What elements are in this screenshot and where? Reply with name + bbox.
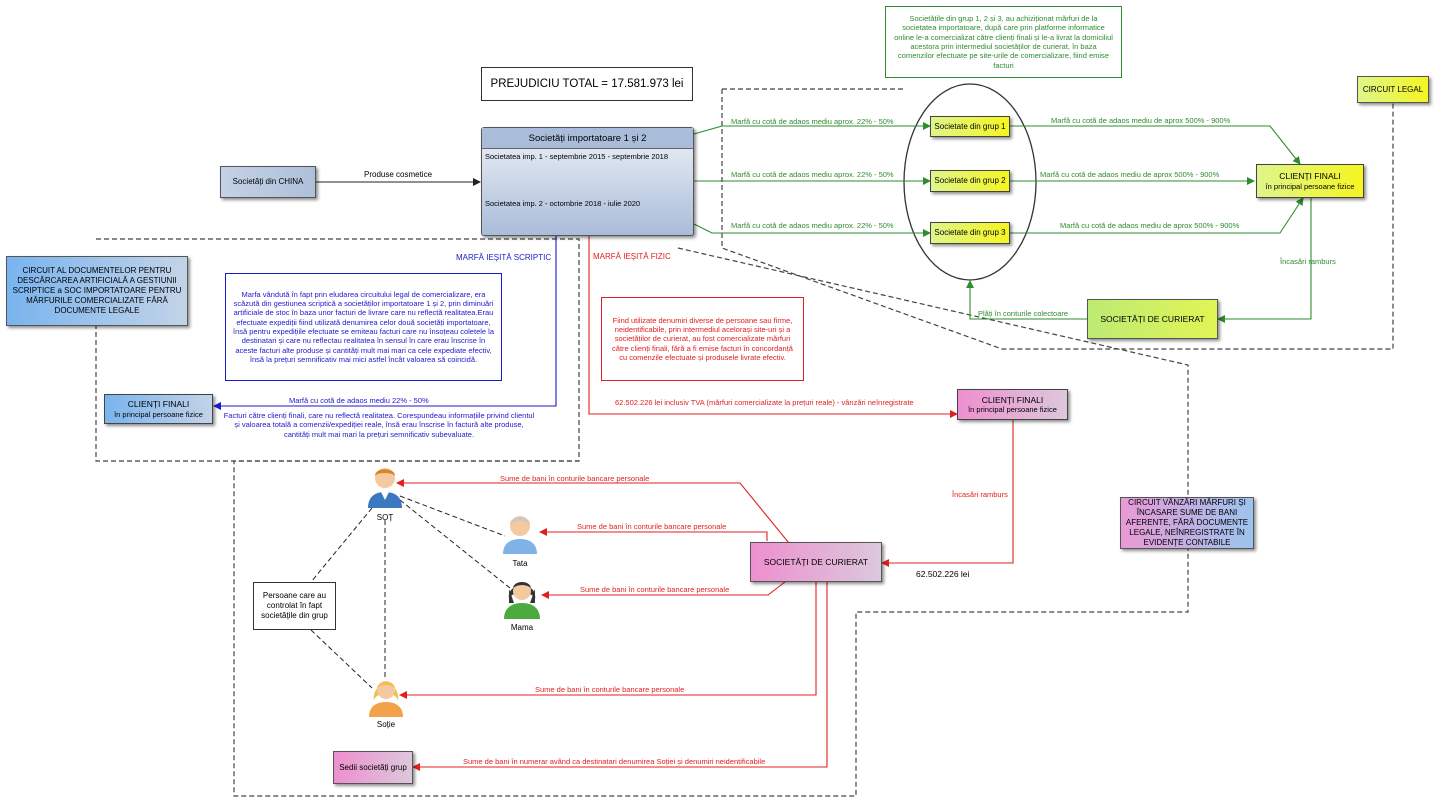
total-damage-title: PREJUDICIU TOTAL = 17.581.973 lei <box>481 67 693 101</box>
flow-to-sot <box>396 479 794 549</box>
grup1-out-label: Marfă cu cotă de adaos mediu de aprox 50… <box>1051 116 1231 125</box>
grup3-in-label: Marfă cu cotă de adaos mediu aprox. 22% … <box>731 221 894 230</box>
father-person-icon <box>501 512 539 554</box>
unrecorded-sales-label: 62.502.226 lei inclusiv TVA (mărfuri com… <box>615 398 914 407</box>
flow-sot-label: Sume de bani în conturile bancare person… <box>500 474 650 483</box>
arrow-imp-grup3 <box>693 223 931 237</box>
wife-person-icon <box>367 675 405 717</box>
scriptic-arrow-label: Marfă cu cotă de adaos mediu 22% - 50% <box>289 396 429 405</box>
husband-person-icon <box>366 464 404 508</box>
incasari-ramburs-fizic-label: Încasări ramburs <box>952 490 1008 499</box>
controlling-persons-box: Persoane care au controlat în fapt socie… <box>253 582 336 630</box>
group-headquarters-box: Sedii societăți grup <box>333 751 413 784</box>
flow-sotie-label: Sume de bani în conturile bancare person… <box>535 685 685 694</box>
importers-header: Societăți importatoare 1 și 2 <box>482 128 693 149</box>
arrow-imp-grup1 <box>693 122 931 135</box>
china-companies-box: Societăți din CHINA <box>220 166 316 198</box>
final-clients-scriptic-box: CLIENȚI FINALI în principal persoane fiz… <box>104 394 213 424</box>
rel-control-sotie <box>310 629 373 689</box>
arrow-clients-courier <box>1217 198 1312 323</box>
group-1-box: Societate din grup 1 <box>930 116 1010 137</box>
importer-1-line: Societatea imp. 1 - septembrie 2015 - se… <box>485 152 669 161</box>
marfa-scriptic-label: MARFĂ IEȘITĂ SCRIPTIC <box>456 253 552 262</box>
courier-legal-box: SOCIETĂȚI DE CURIERAT <box>1087 299 1218 339</box>
mother-label: Mama <box>510 623 534 632</box>
flow-tata-label: Sume de bani în conturile bancare person… <box>577 522 727 531</box>
final-clients-scriptic-title: CLIENȚI FINALI <box>127 399 190 409</box>
arrow-grup3-clients <box>1010 197 1304 234</box>
circuit-legal-label: CIRCUIT LEGAL <box>1357 76 1429 103</box>
final-clients-fizic-title: CLIENȚI FINALI <box>981 394 1044 405</box>
flow-mama-label: Sume de bani în conturile bancare person… <box>580 585 730 594</box>
final-clients-fizic-subtitle: în principal persoane fizice <box>968 405 1057 415</box>
grup2-out-label: Marfă cu cotă de adaos mediu de aprox 50… <box>1040 170 1220 179</box>
group-2-box: Societate din grup 2 <box>930 170 1010 192</box>
wife-label: Soție <box>376 720 396 729</box>
rel-sot-mama <box>399 499 511 589</box>
scriptic-border <box>95 238 580 462</box>
flow-to-sotie <box>399 582 817 699</box>
incasari-ramburs-legal-label: Încasări ramburs <box>1280 257 1336 266</box>
grup3-out-label: Marfă cu cotă de adaos mediu de aprox 50… <box>1060 221 1240 230</box>
circuit-vanzari-label: CIRCUIT VÂNZĂRI MĂRFURI ȘI ÎNCASARE SUME… <box>1120 497 1254 549</box>
group-3-box: Societate din grup 3 <box>930 222 1010 244</box>
final-clients-scriptic-subtitle: în principal persoane fizice <box>114 409 203 419</box>
grup1-in-label: Marfă cu cotă de adaos mediu aprox. 22% … <box>731 117 894 126</box>
legal-circuit-note: Societățile din grup 1, 2 și 3, au achiz… <box>885 6 1122 78</box>
flow-sedii-label: Sume de bani în numerar având ca destina… <box>463 757 766 766</box>
china-arrow-label: Produse cosmetice <box>364 170 433 179</box>
arrow-courier-groups <box>966 280 1087 320</box>
marfa-fizic-label: MARFĂ IEȘITĂ FIZIC <box>593 252 671 261</box>
importers-box: Societăți importatoare 1 și 2 Societatea… <box>481 127 694 236</box>
final-clients-legal-box: CLIENȚI FINALI în principal persoane fiz… <box>1256 164 1364 198</box>
scriptic-explanation-note: Marfa vândută în fapt prin eludarea circ… <box>225 273 502 381</box>
fizic-border <box>233 247 1189 797</box>
flow-to-mama <box>541 581 786 599</box>
grup2-in-label: Marfă cu cotă de adaos mediu aprox. 22% … <box>731 170 894 179</box>
final-clients-legal-subtitle: în principal persoane fizice <box>1265 181 1355 191</box>
importer-2-line: Societatea imp. 2 - octombrie 2018 - iul… <box>485 199 641 208</box>
father-label: Tata <box>512 559 528 568</box>
rel-sot-tata <box>399 495 506 537</box>
fizic-explanation-note: Fiind utilizate denumiri diverse de pers… <box>601 297 804 381</box>
flow-to-sedii <box>412 582 828 771</box>
courier-fizic-box: SOCIETĂȚI DE CURIERAT <box>750 542 882 582</box>
flow-to-tata <box>539 528 768 541</box>
plati-colectoare-label: Plăți în conturile colectoare <box>978 309 1069 318</box>
arrow-grup1-clients <box>1010 125 1301 165</box>
arrow-clients-courier-fizic <box>881 420 1014 567</box>
mother-person-icon <box>502 575 542 619</box>
final-clients-legal-title: CLIENȚI FINALI <box>1279 171 1341 181</box>
courier-amount-label: 62.502.226 lei <box>916 569 970 579</box>
scriptic-caption: Facturi către clienți finali, care nu re… <box>223 410 535 439</box>
final-clients-fizic-box: CLIENȚI FINALI în principal persoane fiz… <box>957 389 1068 420</box>
arrow-scriptic <box>213 236 557 410</box>
circuit-scriptic-label: CIRCUIT AL DOCUMENTELOR PENTRU DESCĂRCAR… <box>6 256 188 326</box>
husband-label: SOȚ <box>376 513 394 522</box>
arrow-fizic <box>588 236 958 418</box>
